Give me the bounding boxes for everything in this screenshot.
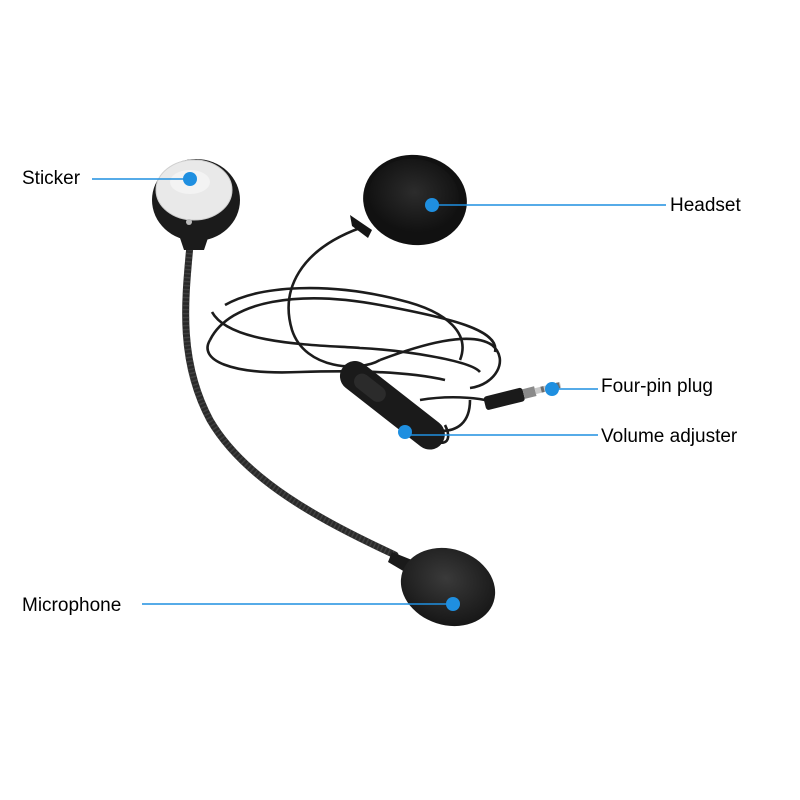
gooseneck-texture (182, 244, 397, 559)
sticker-callout-dot (183, 172, 197, 186)
headset-label: Headset (670, 195, 741, 216)
four-pin-plug-callout-dot (545, 382, 559, 396)
coiled-cable (206, 226, 502, 445)
volume-adjuster-body (339, 361, 445, 450)
headset-speaker (350, 154, 467, 246)
microphone-windscreen (388, 547, 496, 627)
callout-dots (183, 172, 559, 611)
microphone-label: Microphone (22, 595, 122, 616)
four-pin-plug-label: Four-pin plug (601, 376, 713, 397)
volume-adjuster-callout-dot (398, 425, 412, 439)
headset-callout-dot (425, 198, 439, 212)
microphone-callout-dot (446, 597, 460, 611)
callout-lines (92, 178, 666, 605)
volume-adjuster-label: Volume adjuster (601, 426, 738, 447)
sticker-speaker (152, 159, 240, 250)
sticker-label: Sticker (22, 168, 81, 189)
